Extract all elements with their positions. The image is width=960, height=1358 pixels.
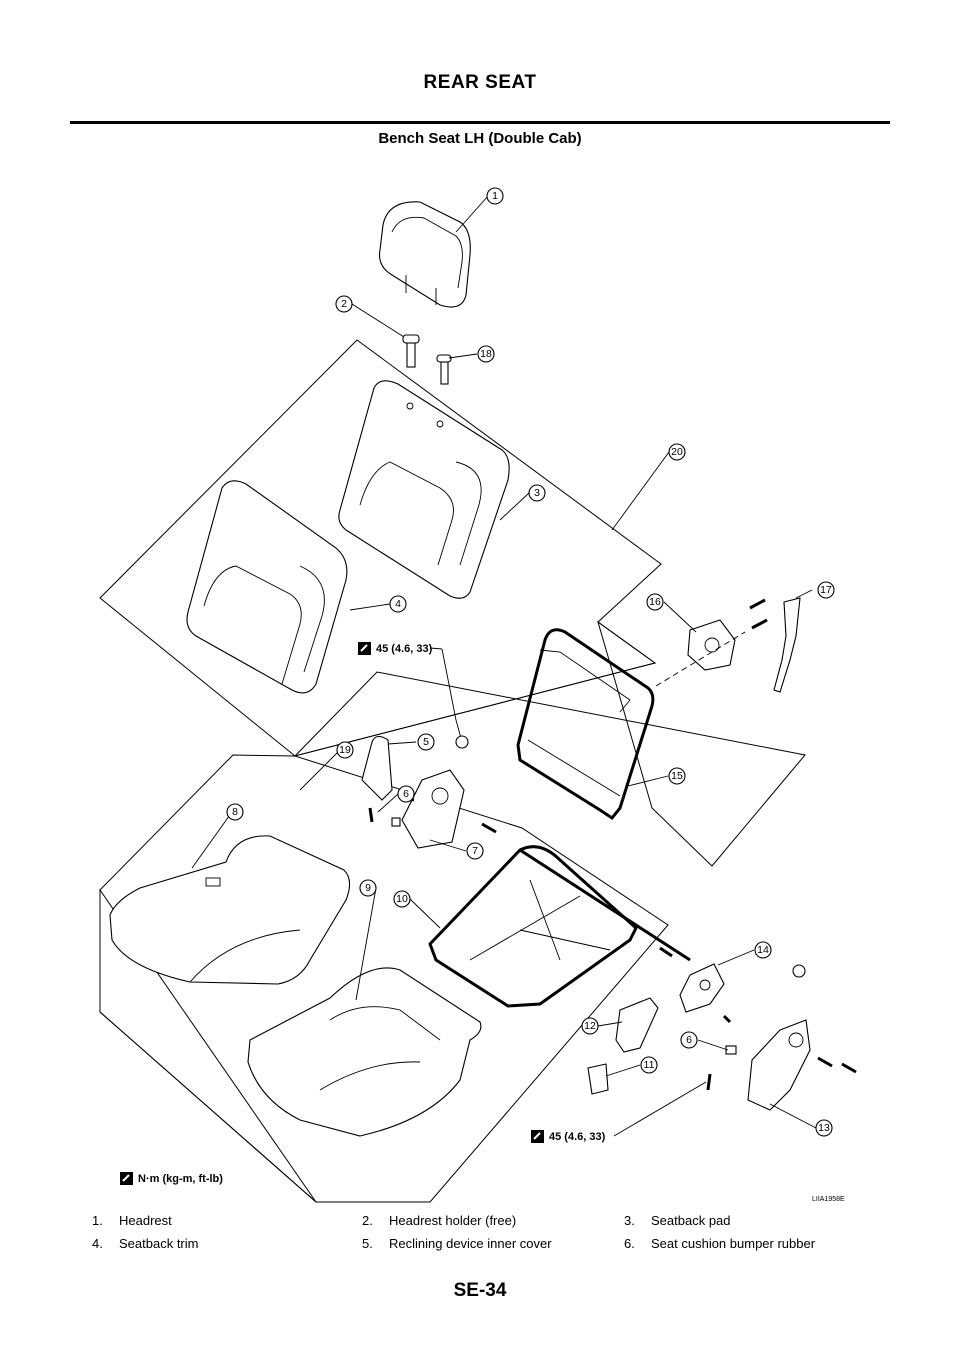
torque-top-text: 45 (4.6, 33) (376, 643, 433, 655)
legend-item: 1. Headrest (92, 1213, 362, 1228)
seat-cushion-shape (109, 835, 351, 985)
torque-label-top: 45 (4.6, 33) (358, 642, 443, 655)
callout-9: 9 (359, 879, 377, 897)
callout-5-text: 5 (423, 736, 429, 748)
legend-item: 2. Headrest holder (free) (362, 1213, 624, 1228)
callout-10-text: 10 (396, 893, 408, 905)
callout-2: 2 (335, 295, 353, 313)
legend-label: Headrest holder (free) (389, 1213, 517, 1228)
callout-11: 11 (640, 1056, 658, 1074)
leader-lines (191, 195, 817, 1137)
callout-10: 10 (393, 890, 411, 908)
callout-17-text: 17 (820, 584, 832, 596)
callout-11-text: 11 (644, 1059, 655, 1071)
torque-bottom-text: 45 (4.6, 33) (549, 1131, 606, 1143)
seatback-pad-shape (338, 380, 510, 599)
callout-18-text: 18 (480, 348, 492, 360)
callout-20: 20 (668, 443, 686, 461)
callout-15: 15 (668, 767, 686, 785)
legend-num: 3. (624, 1213, 635, 1228)
hinge-cover-shape (615, 997, 659, 1053)
callout-3: 3 (528, 484, 546, 502)
headrest-shape (378, 201, 471, 308)
seatback-frame-shape (516, 628, 655, 821)
legend-label: Headrest (119, 1213, 172, 1228)
callout-9-text: 9 (365, 882, 371, 894)
inner-cover-shape (361, 735, 393, 801)
callout-14: 14 (754, 941, 772, 959)
reclining-device-shape (655, 598, 768, 687)
callout-6a-text: 6 (403, 788, 409, 800)
seat-belt-strap-shape (773, 597, 801, 693)
callout-5: 5 (417, 733, 435, 751)
seatback-trim-shape (186, 480, 348, 694)
torque-unit-text: N·m (kg-m, ft-lb) (138, 1173, 223, 1185)
callout-4: 4 (389, 595, 407, 613)
torque-wrench-icon (120, 1172, 133, 1185)
parts-legend: 1. Headrest 2. Headrest holder (free) 3. Se… (92, 1213, 892, 1251)
legend-num: 6. (624, 1236, 635, 1251)
callout-4-text: 4 (395, 598, 401, 610)
legend-item: 5. Reclining device inner cover (362, 1236, 624, 1251)
torque-wrench-icon (358, 642, 371, 655)
section-title: REAR SEAT (423, 72, 537, 93)
callout-18: 18 (477, 345, 495, 363)
callout-13: 13 (815, 1119, 833, 1137)
cushion-plane-inner (99, 888, 317, 1203)
small-cover-shape (587, 1063, 609, 1095)
callout-8: 8 (226, 803, 244, 821)
legend-num: 5. (362, 1236, 373, 1251)
recliner-bracket-shape (368, 719, 497, 849)
callout-1-text: 1 (492, 190, 498, 202)
cushion-pad-shape (247, 967, 482, 1137)
callout-19: 19 (336, 741, 354, 759)
figure-subtitle: Bench Seat LH (Double Cab) (378, 130, 582, 147)
torque-label-bottom: 45 (4.6, 33) (531, 1130, 606, 1143)
torque-unit-label: N·m (kg-m, ft-lb) (120, 1172, 223, 1185)
callout-7-text: 7 (472, 845, 478, 857)
legend-label: Reclining device inner cover (389, 1236, 552, 1251)
legend-label: Seatback trim (119, 1236, 199, 1251)
callout-2-text: 2 (341, 298, 347, 310)
legend-num: 2. (362, 1213, 373, 1228)
figure-ref-code: LIIA1958E (812, 1196, 845, 1203)
frame-plane (293, 620, 806, 867)
torque-wrench-icon (531, 1130, 544, 1143)
legend-num: 1. (92, 1213, 103, 1228)
legend-label: Seat cushion bumper rubber (651, 1236, 816, 1251)
callout-20-text: 20 (671, 446, 683, 458)
legend-label: Seatback pad (651, 1213, 731, 1228)
callout-6a: 6 (397, 785, 415, 803)
callout-14-text: 14 (757, 944, 769, 956)
callout-12-text: 12 (584, 1020, 596, 1032)
header-rule (70, 121, 890, 124)
cushion-frame-shape (428, 845, 691, 1008)
callout-6b-text: 6 (686, 1034, 692, 1046)
callout-12: 12 (581, 1017, 599, 1035)
legend-item: 4. Seatback trim (92, 1236, 362, 1251)
callout-15-text: 15 (671, 770, 683, 782)
callout-6b: 6 (680, 1031, 698, 1049)
callout-17: 17 (817, 581, 835, 599)
callout-13-text: 13 (818, 1122, 830, 1134)
callout-16: 16 (646, 593, 664, 611)
legend-item: 3. Seatback pad (624, 1213, 892, 1228)
callout-7: 7 (466, 842, 484, 860)
callout-8-text: 8 (232, 806, 238, 818)
hinge-bracket-shape (659, 946, 857, 1111)
callout-1: 1 (486, 187, 504, 205)
headrest-holders (402, 334, 452, 385)
callout-3-text: 3 (534, 487, 540, 499)
page-code: SE-34 (453, 1280, 507, 1301)
legend-item: 6. Seat cushion bumper rubber (624, 1236, 892, 1251)
legend-num: 4. (92, 1236, 103, 1251)
callout-19-text: 19 (339, 744, 351, 756)
callout-16-text: 16 (649, 596, 661, 608)
